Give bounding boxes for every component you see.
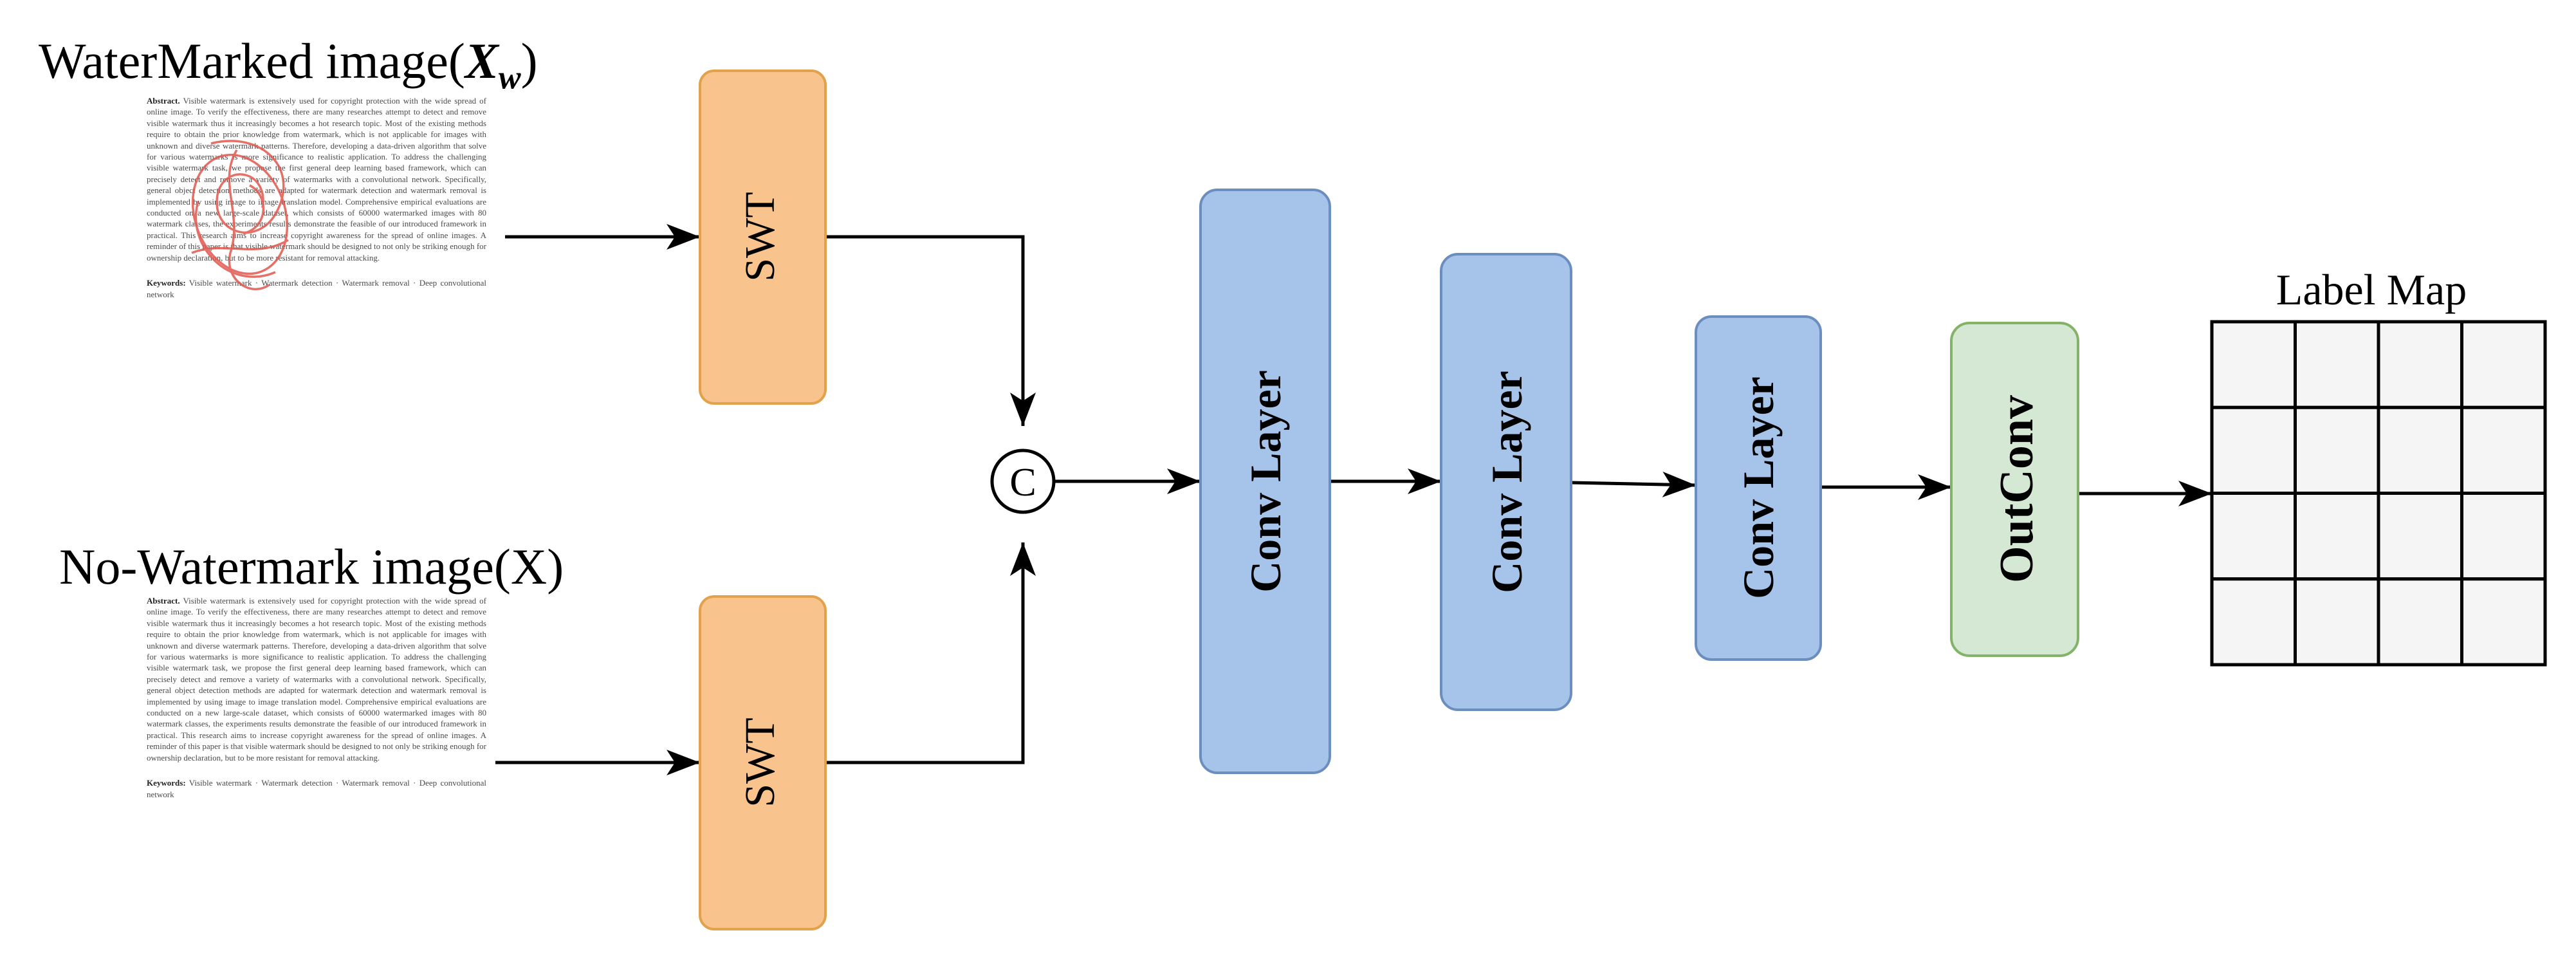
conv-layer-1-label: Conv Layer	[1241, 370, 1290, 593]
label-map-cell	[2294, 405, 2380, 495]
concat-node: C	[990, 449, 1056, 514]
watermarked-image-title: WaterMarked image(Xw)	[39, 33, 538, 97]
swt-block-top: SWT	[699, 69, 827, 405]
label-map-cell	[2294, 577, 2380, 667]
label-map-cell	[2377, 405, 2463, 495]
label-map-grid	[2210, 320, 2547, 667]
label-map-title: Label Map	[2276, 265, 2467, 314]
label-map-cell	[2377, 320, 2463, 409]
label-map-cell	[2294, 320, 2380, 409]
label-map-cell	[2460, 492, 2547, 581]
label-map-cell	[2210, 577, 2297, 667]
label-map-cell	[2460, 405, 2547, 495]
label-map-cell	[2210, 492, 2297, 581]
conv-layer-2-label: Conv Layer	[1482, 371, 1531, 593]
label-map-cell	[2377, 492, 2463, 581]
swt-top-label: SWT	[737, 192, 784, 281]
outconv-block: OutConv	[1950, 322, 2079, 657]
watermarked-title-text: WaterMarked image(	[39, 33, 465, 89]
conv-layer-3: Conv Layer	[1695, 315, 1822, 661]
conv-layer-2: Conv Layer	[1440, 253, 1572, 711]
swt-block-bottom: SWT	[699, 595, 827, 930]
label-map-cell	[2460, 577, 2547, 667]
edge-swt-top-to-concat	[825, 235, 1036, 426]
label-map-cell	[2210, 405, 2297, 495]
watermarked-symbol: Xw	[465, 33, 521, 97]
clean-document-image: Abstract. Visible watermark is extensive…	[147, 596, 487, 799]
label-map-cell	[2210, 320, 2297, 409]
watermarked-document-image: Abstract. Visible watermark is extensive…	[147, 95, 486, 300]
label-map-cell	[2460, 320, 2547, 409]
concat-label: C	[1009, 461, 1036, 504]
edge-conv2-to-conv3	[1570, 471, 1697, 497]
watermark-stamp-icon	[191, 140, 289, 290]
label-map-cell	[2377, 577, 2463, 667]
conv-layer-1: Conv Layer	[1199, 189, 1331, 774]
no-watermark-image-title: No-Watermark image(X)	[59, 539, 564, 595]
outconv-label: OutConv	[1991, 395, 2043, 583]
swt-bottom-label: SWT	[737, 717, 784, 807]
edge-swt-bottom-to-concat	[825, 542, 1036, 764]
conv-layer-3-label: Conv Layer	[1734, 376, 1783, 599]
label-map-cell	[2294, 492, 2380, 581]
